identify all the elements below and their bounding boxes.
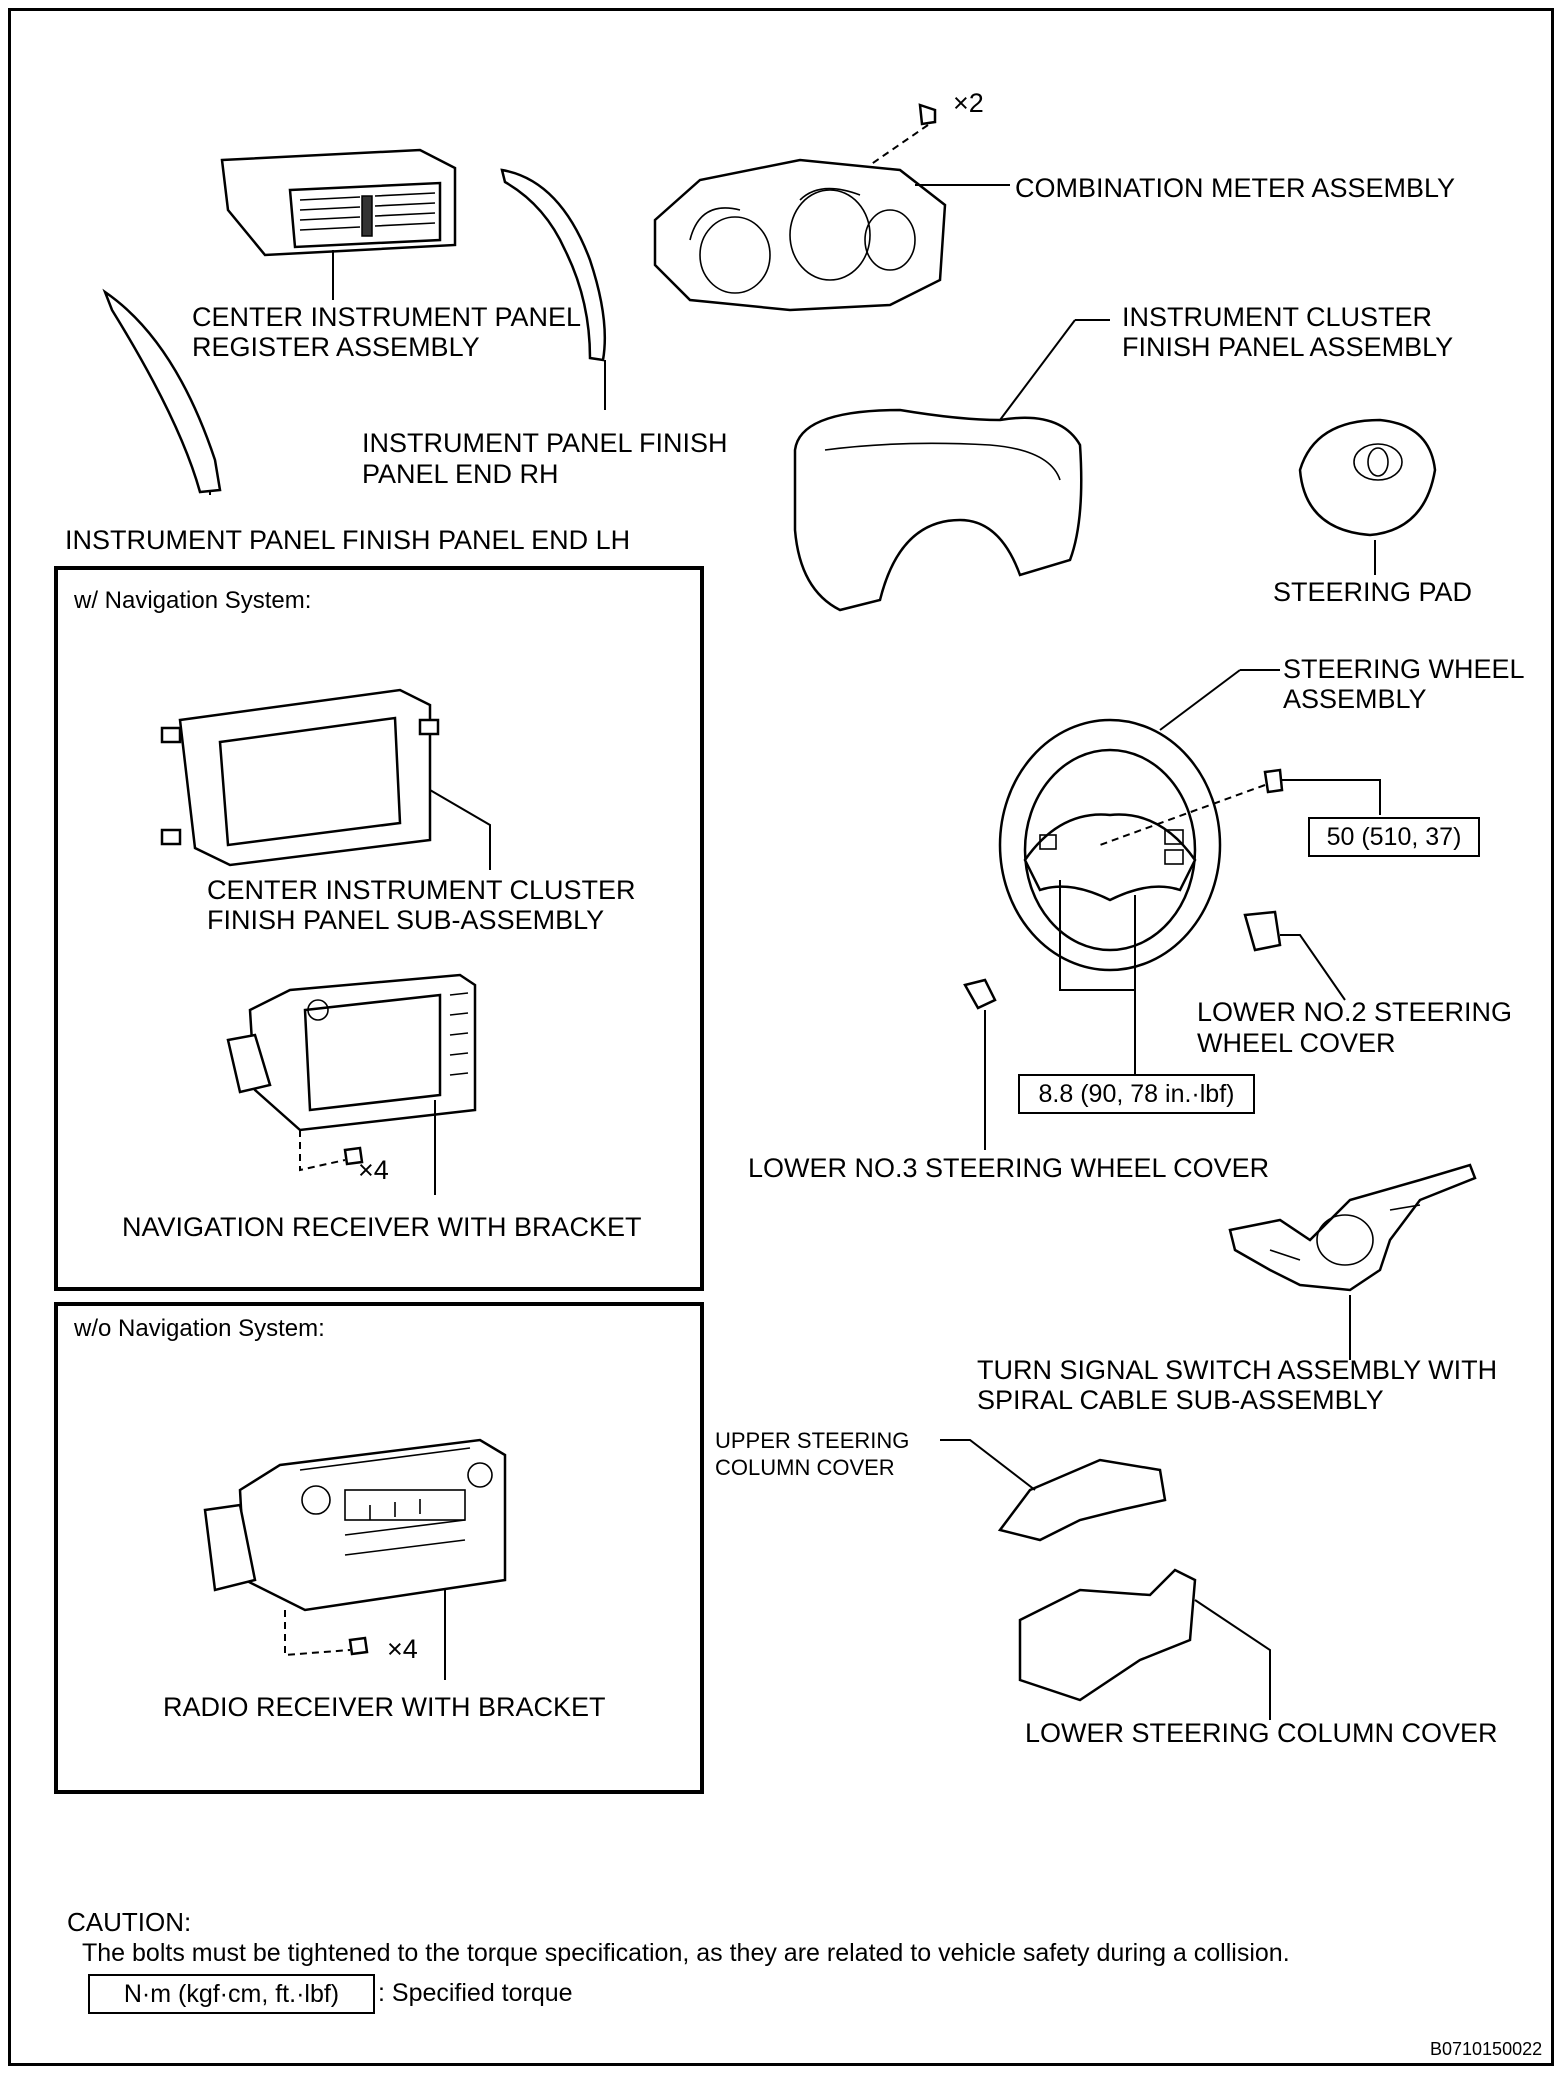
cover-screw-torque-box: 8.8 (90, 78 in.·lbf) (1018, 1074, 1255, 1114)
finish-end-lh-label: INSTRUMENT PANEL FINISH PANEL END LH (65, 525, 631, 555)
combination-meter-label: COMBINATION METER ASSEMBLY (1015, 173, 1456, 203)
caution-title: CAUTION: (67, 1907, 192, 1937)
diagram-frame (8, 8, 1554, 2066)
cluster-finish-label-2: FINISH PANEL ASSEMBLY (1122, 332, 1454, 362)
lower-no3-cover-drawing (963, 978, 997, 1010)
nav-receiver-label: NAVIGATION RECEIVER WITH BRACKET (122, 1212, 642, 1242)
upper-column-label-1: UPPER STEERING (715, 1428, 910, 1453)
torque-legend-box: N·m (kgf·cm, ft.·lbf) (88, 1974, 375, 2014)
radio-receiver-label: RADIO RECEIVER WITH BRACKET (163, 1692, 606, 1722)
turn-signal-label-1: TURN SIGNAL SWITCH ASSEMBLY WITH (977, 1355, 1498, 1385)
upper-column-label-2: COLUMN COVER (715, 1455, 895, 1480)
steering-wheel-drawing (998, 718, 1284, 972)
finish-end-rh-label-1: INSTRUMENT PANEL FINISH (362, 428, 728, 458)
center-cluster-sub-label-2: FINISH PANEL SUB-ASSEMBLY (207, 905, 605, 935)
turn-signal-label-2: SPIRAL CABLE SUB-ASSEMBLY (977, 1385, 1384, 1415)
caution-text: The bolts must be tightened to the torqu… (82, 1939, 1290, 1967)
turn-signal-switch-drawing (1228, 1163, 1477, 1292)
radio-receiver-drawing (203, 1438, 507, 1656)
with-navigation-box (54, 566, 704, 1291)
torque-legend-text: : Specified torque (378, 1979, 573, 2007)
steering-pad-label: STEERING PAD (1273, 577, 1473, 607)
without-nav-heading: w/o Navigation System: (74, 1315, 325, 1342)
figure-id: B0710150022 (1430, 2039, 1543, 2059)
combination-meter-drawing (653, 103, 947, 312)
steering-nut-torque-box: 50 (510, 37) (1308, 817, 1480, 857)
steering-wheel-label-1: STEERING WHEEL (1283, 654, 1525, 684)
nav-screws-qty: ×4 (358, 1155, 389, 1185)
upper-column-cover-drawing (997, 1458, 1167, 1542)
lower-no2-label-1: LOWER NO.2 STEERING (1197, 997, 1513, 1027)
radio-screws-qty: ×4 (387, 1634, 418, 1664)
lower-no2-cover-drawing (1243, 910, 1282, 952)
cluster-finish-label-1: INSTRUMENT CLUSTER (1122, 302, 1433, 332)
center-register-drawing (220, 148, 457, 257)
navigation-receiver-drawing (226, 973, 477, 1166)
steering-pad-drawing (1298, 418, 1437, 537)
meter-screws-qty: ×2 (953, 88, 984, 118)
center-register-label-1: CENTER INSTRUMENT PANEL (192, 302, 582, 332)
lower-no2-label-2: WHEEL COVER (1197, 1028, 1396, 1058)
without-navigation-box (54, 1302, 704, 1794)
lower-no3-label: LOWER NO.3 STEERING WHEEL COVER (748, 1153, 1270, 1183)
center-register-label-2: REGISTER ASSEMBLY (192, 332, 480, 362)
lower-column-cover-drawing (1018, 1568, 1197, 1702)
finish-end-rh-drawing (500, 168, 607, 362)
center-cluster-sub-drawing (160, 688, 440, 867)
with-nav-heading: w/ Navigation System: (74, 587, 312, 614)
cluster-finish-panel-drawing (793, 408, 1083, 612)
lower-column-label: LOWER STEERING COLUMN COVER (1025, 1718, 1498, 1748)
steering-wheel-label-2: ASSEMBLY (1283, 684, 1427, 714)
center-cluster-sub-label-1: CENTER INSTRUMENT CLUSTER (207, 875, 636, 905)
finish-end-rh-label-2: PANEL END RH (362, 459, 559, 489)
